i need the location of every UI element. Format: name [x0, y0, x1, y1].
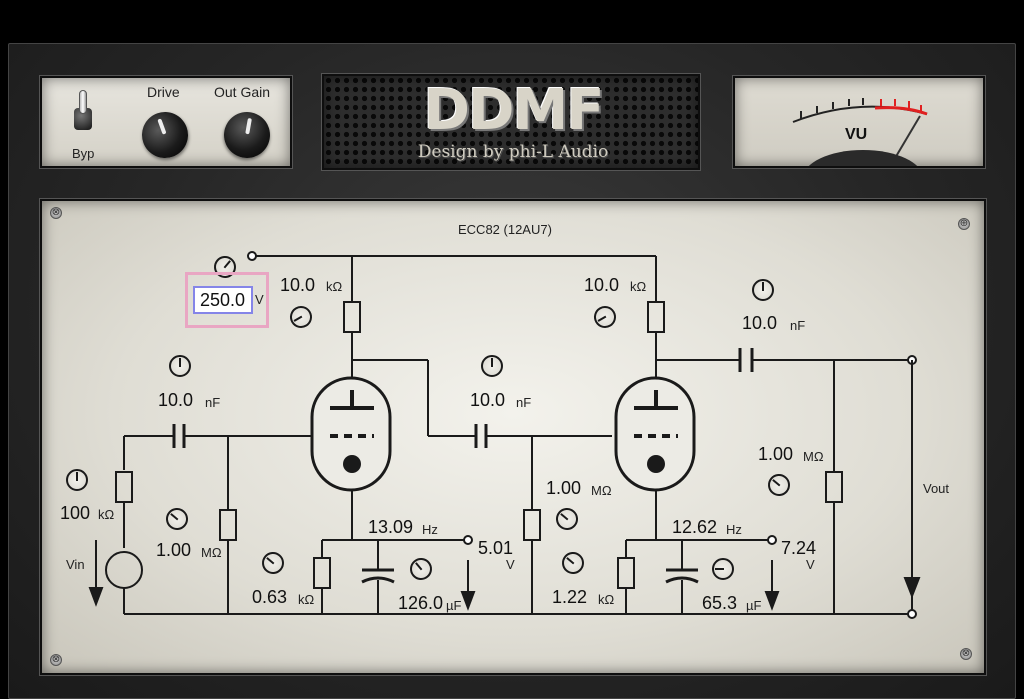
stage2-cathode-resistor-unit: kΩ — [598, 592, 615, 607]
logo-panel: DDMF Design by phi-L Audio — [322, 74, 700, 170]
output-cap-value: 10.0 — [742, 313, 778, 333]
vu-meter-scale — [792, 98, 928, 166]
dial-pointer — [560, 513, 569, 521]
stage2-coupling-cap-dial[interactable] — [481, 355, 503, 377]
dial-pointer — [170, 513, 179, 521]
ddmf-logo: DDMF — [423, 78, 605, 143]
stage2-cutoff-freq-unit: Hz — [726, 522, 742, 537]
stage2-cathode-cap-unit: µF — [746, 598, 762, 613]
output-resistor-unit: MΩ — [803, 449, 824, 464]
stage2-cathode-voltage-value: 7.24 — [781, 538, 817, 558]
tube-label: ECC82 (12AU7) — [458, 222, 552, 237]
controls-panel: Byp Drive Out Gain — [40, 76, 292, 168]
out-gain-label: Out Gain — [214, 84, 271, 100]
stage2-coupling-cap-value: 10.0 — [470, 390, 506, 410]
dial-pointer — [762, 282, 764, 291]
dial-pointer — [179, 358, 181, 367]
screw-icon: ⊗ — [50, 207, 62, 219]
vin-label: Vin — [66, 557, 85, 572]
dial-pointer — [76, 472, 78, 481]
stage2-cathode-cap-value: 65.3 — [702, 593, 738, 613]
dial-pointer — [772, 479, 781, 487]
output-cap-dial[interactable] — [752, 279, 774, 301]
dial-pointer — [223, 260, 231, 269]
dial-pointer — [566, 557, 575, 565]
stage1-input-resistor-unit: kΩ — [98, 507, 115, 522]
stage1-grid-resistor-unit: MΩ — [201, 545, 222, 560]
stage1-input-cap-unit: nF — [205, 395, 221, 410]
output-resistor-value: 1.00 — [758, 444, 794, 464]
dial-pointer — [266, 557, 275, 565]
dial-pointer — [597, 315, 607, 322]
drive-label: Drive — [147, 84, 180, 100]
vout-label: Vout — [923, 481, 950, 496]
screw-icon: ⊗ — [50, 654, 62, 666]
stage1-cutoff-freq-unit: Hz — [422, 522, 438, 537]
supply-voltage-input[interactable] — [193, 286, 253, 314]
stage1-cathode-voltage-unit: V — [506, 557, 515, 572]
stage1-input-resistor-value: 100 — [60, 503, 91, 523]
stage1-cathode-voltage-value: 5.01 — [478, 538, 514, 558]
stage2-plate-resistor-unit: kΩ — [630, 279, 647, 294]
stage1-cutoff-freq-value: 13.09 — [368, 517, 414, 537]
stage1-grid-resistor-value: 1.00 — [156, 540, 192, 560]
stage1-cathode-cap-value: 126.0 — [398, 593, 444, 613]
stage2-plate-resistor-value: 10.0 — [584, 275, 620, 295]
stage1-input-cap-dial[interactable] — [169, 355, 191, 377]
stage2-cathode-resistor-value: 1.22 — [552, 587, 588, 607]
stage1-plate-resistor-unit: kΩ — [326, 279, 343, 294]
stage1-input-resistor-dial[interactable] — [66, 469, 88, 491]
vu-label: VU — [845, 126, 868, 143]
bypass-label: Byp — [72, 146, 95, 161]
stage1-cathode-resistor-unit: kΩ — [298, 592, 315, 607]
stage1-plate-resistor-value: 10.0 — [280, 275, 316, 295]
stage2-grid-resistor-value: 1.00 — [546, 478, 582, 498]
dial-pointer — [293, 315, 303, 322]
supply-voltage-unit: V — [255, 292, 264, 307]
output-cap-unit: nF — [790, 318, 806, 333]
voltage-input-highlight — [185, 272, 269, 328]
bypass-toggle[interactable] — [72, 90, 94, 132]
stage2-coupling-cap-unit: nF — [516, 395, 532, 410]
screw-icon: ⊕ — [958, 218, 970, 230]
stage2-cutoff-freq-value: 12.62 — [672, 517, 718, 537]
dial-pointer — [415, 562, 423, 571]
stage2-cathode-cap-dial[interactable] — [712, 558, 734, 580]
stage2-cathode-voltage-unit: V — [806, 557, 815, 572]
stage1-input-cap-value: 10.0 — [158, 390, 194, 410]
stage2-grid-resistor-unit: MΩ — [591, 483, 612, 498]
bypass-toggle-base — [74, 108, 92, 130]
vu-meter: VU — [733, 76, 985, 168]
tagline: Design by phi-L Audio — [417, 142, 609, 162]
stage1-cathode-resistor-value: 0.63 — [252, 587, 288, 607]
dial-pointer — [491, 358, 493, 367]
stage1-cathode-cap-unit: µF — [446, 598, 462, 613]
dial-pointer — [715, 568, 724, 570]
screw-icon: ⊗ — [960, 648, 972, 660]
bypass-toggle-lever — [79, 90, 87, 114]
